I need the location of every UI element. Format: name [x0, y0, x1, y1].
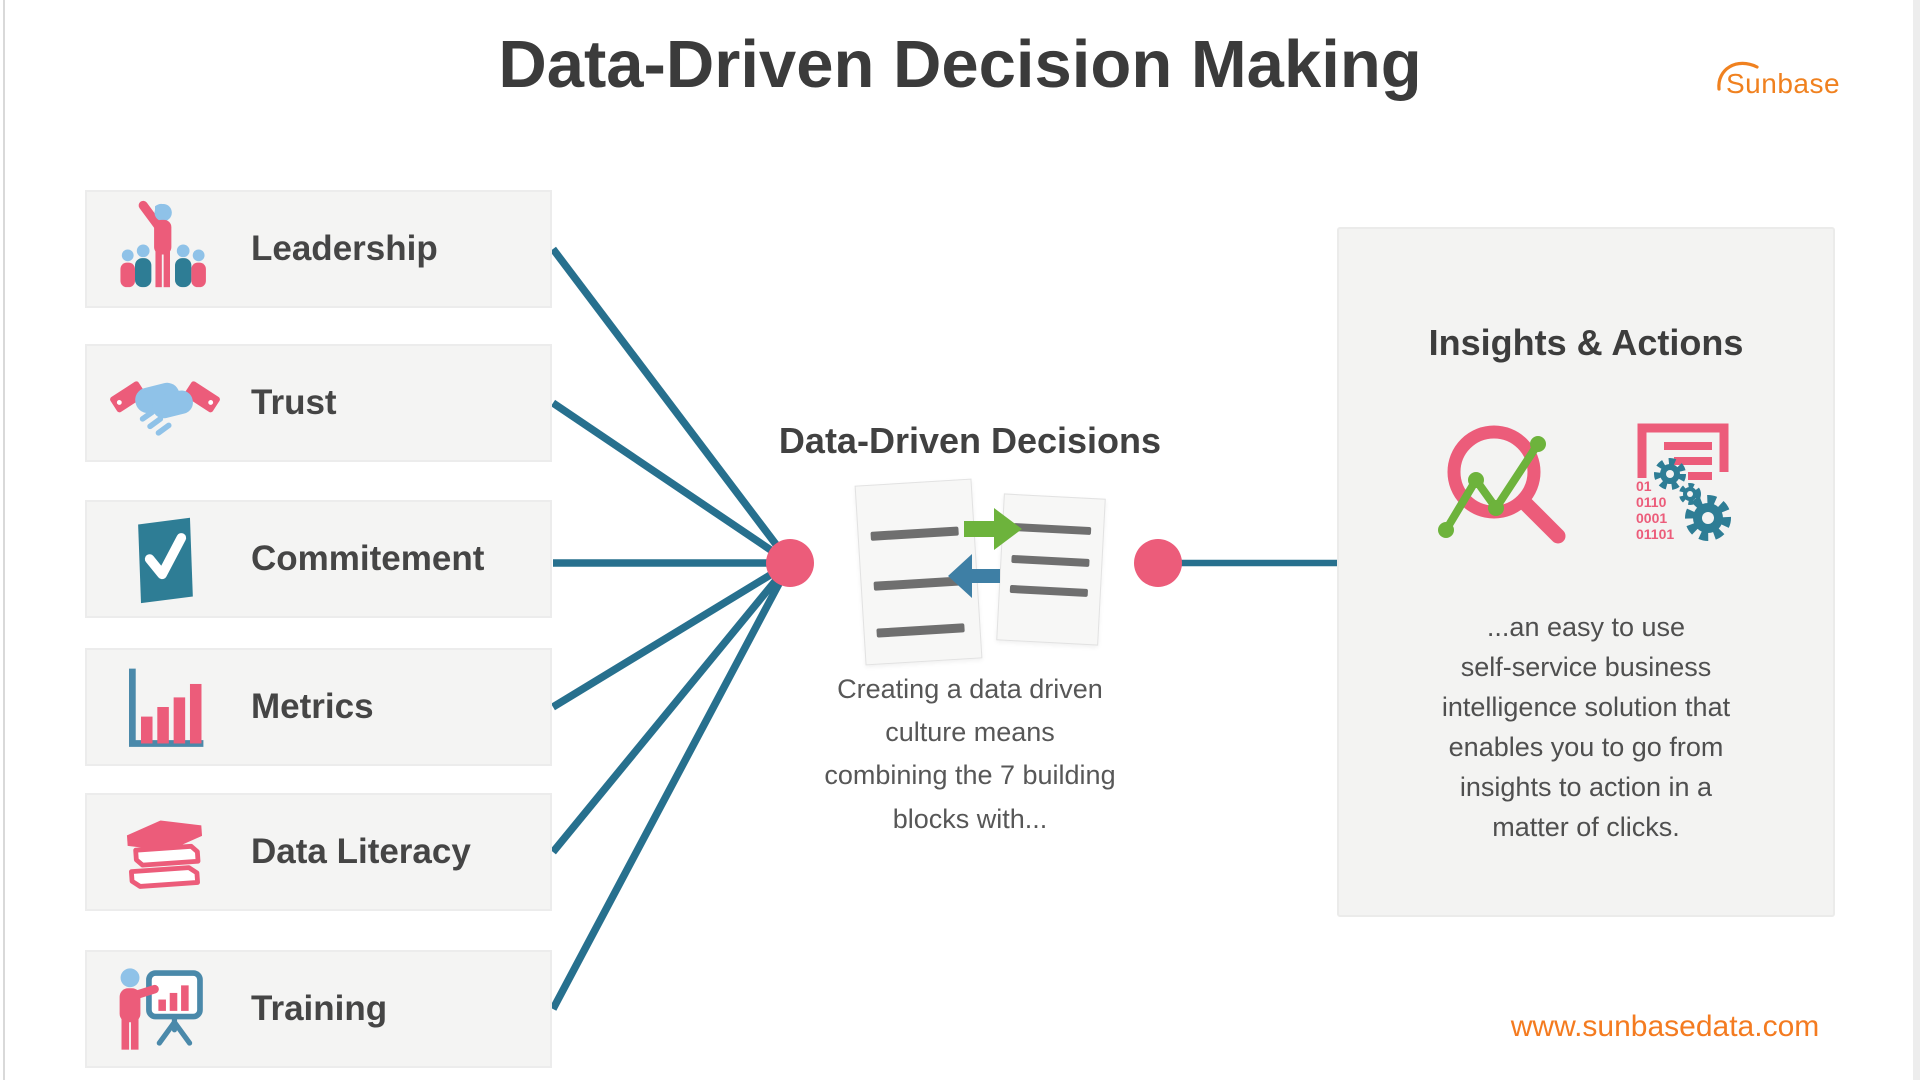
building-block-data-literacy: Data Literacy [85, 793, 552, 911]
panel-body-text: ...an easy to use self-service business … [1441, 612, 1731, 842]
binary-line: 0001 [1636, 510, 1667, 526]
building-block-trust: Trust [85, 344, 552, 462]
connector-line-group [549, 246, 1342, 1011]
building-block-label: Trust [251, 383, 337, 422]
left-edge-divider [3, 0, 5, 1080]
binary-line: 01 [1636, 478, 1652, 494]
gear-icon [1685, 495, 1731, 541]
data-process-gears-icon: 01 0110 0001 01101 [1636, 423, 1731, 542]
center-heading: Data-Driven Decisions [778, 420, 1162, 461]
building-block-label: Metrics [251, 687, 374, 726]
left-hub-dot [766, 539, 814, 587]
building-block-leadership: Leadership [85, 190, 552, 308]
panel-icons-row: 01 0110 0001 01101 [1436, 416, 1736, 556]
bar-chart-icon [109, 657, 221, 757]
building-block-commitement: Commitement [85, 500, 552, 618]
magnifier-chart-icon [1438, 425, 1566, 544]
center-caption: Creating a data driven culture means com… [824, 674, 1116, 834]
handshake-icon [109, 353, 221, 453]
sunbase-logo: Sunbase [1716, 61, 1846, 112]
page-title: Data-Driven Decision Making [498, 27, 1422, 102]
checkbox-icon [109, 509, 221, 609]
building-block-label: Training [251, 989, 388, 1028]
building-block-label: Data Literacy [251, 832, 471, 871]
sunbase-logo-text: Sunbase [1726, 68, 1841, 99]
gear-icon [1654, 458, 1686, 490]
website-link[interactable]: www.sunbasedata.com [1510, 1010, 1820, 1043]
gear-icon [1679, 483, 1701, 505]
sunbase-arc-icon [1717, 61, 1759, 91]
building-block-training: Training [85, 950, 552, 1068]
binary-line: 01101 [1636, 526, 1674, 542]
panel-heading: Insights & Actions [1428, 322, 1744, 363]
books-icon [109, 802, 221, 902]
insights-actions-panel: Insights & Actions 01 0110 0001 [1337, 227, 1835, 917]
arrow-left-icon [948, 554, 1000, 598]
building-block-metrics: Metrics [85, 648, 552, 766]
building-block-label: Leadership [251, 229, 438, 268]
leadership-icon [109, 199, 221, 299]
arrow-right-icon [964, 508, 1022, 550]
right-hub-dot [1134, 539, 1182, 587]
documents-exchange-icon [852, 468, 1107, 683]
right-edge-divider [1913, 0, 1920, 1080]
binary-line: 0110 [1636, 494, 1667, 510]
training-presenter-icon [109, 959, 221, 1059]
building-block-label: Commitement [251, 539, 485, 578]
